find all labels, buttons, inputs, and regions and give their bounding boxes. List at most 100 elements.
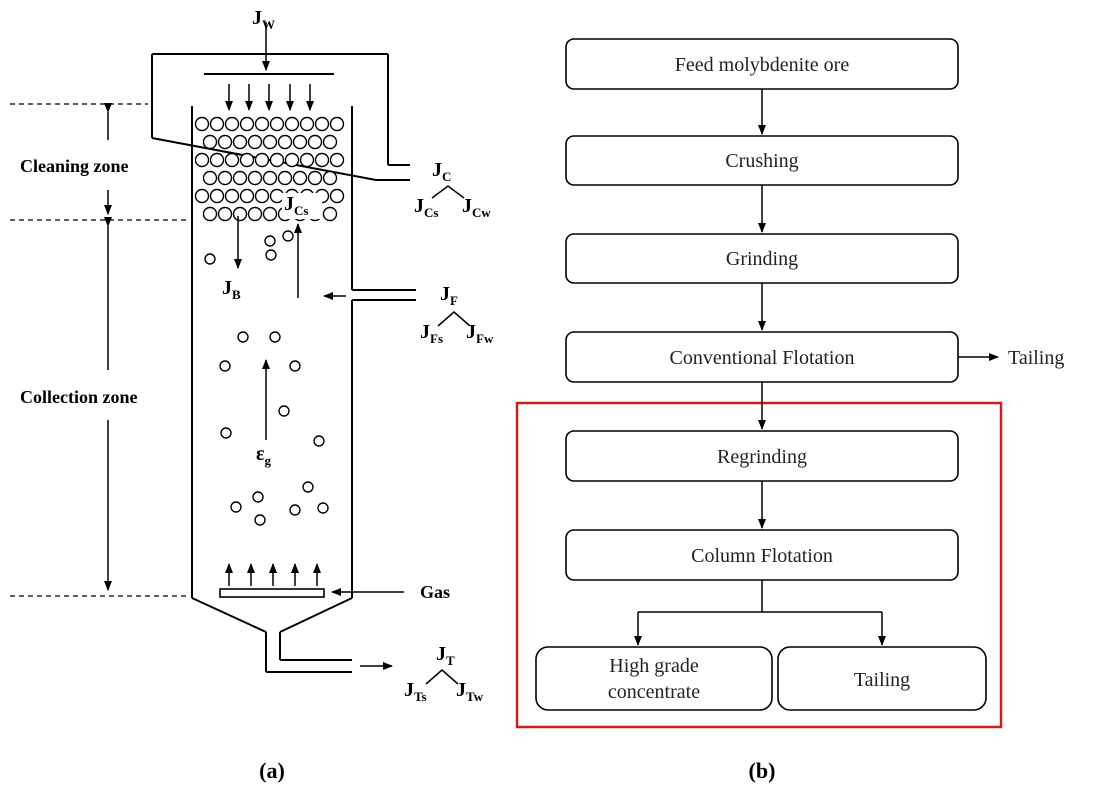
- froth-bubble: [277, 170, 293, 186]
- froth-bubble: [232, 134, 248, 150]
- froth-bubble: [209, 152, 225, 168]
- zone-guides: [10, 103, 190, 597]
- froth-bubble: [307, 134, 323, 150]
- gas-bubble: [317, 502, 329, 514]
- gas-bubble: [265, 249, 277, 261]
- panel-b: Feed molybdenite ore Crushing Grinding C…: [515, 38, 1064, 783]
- gas-bubble: [252, 491, 264, 503]
- froth-bubble: [322, 134, 338, 150]
- step-column-flotation: Column Flotation: [565, 529, 959, 581]
- gas-bubble: [254, 514, 266, 526]
- flux-concentrate-solid-label: JCs: [414, 195, 438, 220]
- froth-bubble: [239, 116, 255, 132]
- gas-bubble: [269, 331, 281, 343]
- collection-bubbles: [204, 230, 329, 526]
- froth-bubble: [194, 116, 210, 132]
- wash-flow-arrows: [225, 84, 314, 111]
- gas-bubble: [289, 360, 301, 372]
- step-conventional-flotation: Conventional Flotation: [565, 331, 959, 383]
- gas-bubble: [289, 504, 301, 516]
- flux-bias-label: JB: [222, 277, 241, 302]
- froth-bubble: [254, 116, 270, 132]
- gas-holdup-label: εg: [256, 443, 272, 468]
- step-regrinding: Regrinding: [565, 430, 959, 482]
- froth-bubble: [277, 134, 293, 150]
- output-tailing-label: Tailing: [854, 669, 910, 691]
- froth-bubble: [224, 116, 240, 132]
- jcs-label-backing: [282, 193, 322, 219]
- panel-b-caption: (b): [749, 758, 776, 783]
- froth-bubble: [202, 134, 218, 150]
- froth-bubble: [194, 188, 210, 204]
- froth-bubble: [232, 206, 248, 222]
- froth-bubble: [322, 170, 338, 186]
- froth-bubble: [314, 116, 330, 132]
- froth-bubble: [209, 116, 225, 132]
- feed-pipe: [323, 289, 416, 301]
- froth-bubble: [224, 152, 240, 168]
- froth-bubble: [202, 170, 218, 186]
- column-body: [191, 106, 353, 673]
- froth-bubble: [217, 134, 233, 150]
- step-feed-ore-label: Feed molybdenite ore: [675, 54, 850, 76]
- cleaning-zone-label: Cleaning zone: [20, 156, 129, 176]
- froth-bubble: [202, 206, 218, 222]
- flux-concentrate-water-label: JCw: [462, 195, 491, 220]
- feed-split: [437, 311, 471, 327]
- flux-feed-water-label: JFw: [466, 321, 494, 346]
- collection-zone-label: Collection zone: [20, 387, 137, 407]
- gas-bubble: [313, 435, 325, 447]
- froth-bubble: [247, 170, 263, 186]
- froth-bubble: [262, 134, 278, 150]
- step-crushing: Crushing: [565, 135, 959, 186]
- step-grinding: Grinding: [565, 233, 959, 284]
- froth-bubble: [307, 170, 323, 186]
- froth-bubble: [254, 188, 270, 204]
- froth-bubble: [247, 134, 263, 150]
- gas-label: Gas: [420, 582, 450, 602]
- gas-sparger: [219, 563, 404, 598]
- gas-bubble: [302, 481, 314, 493]
- gas-bubble: [278, 405, 290, 417]
- gas-bubble: [220, 427, 232, 439]
- froth-bubble: [292, 170, 308, 186]
- panel-a-caption: (a): [259, 758, 285, 783]
- output-tailing: Tailing: [777, 646, 987, 711]
- output-concentrate-line1: High grade: [609, 655, 699, 677]
- side-tailing-label: Tailing: [1008, 347, 1064, 369]
- froth-bubble: [254, 152, 270, 168]
- flux-internal-cs-label: JCs: [284, 193, 308, 218]
- flux-wash-label: JW: [252, 7, 275, 32]
- output-concentrate: High grade concentrate: [535, 646, 773, 711]
- concentrate-split: [431, 185, 465, 199]
- step-conventional-flotation-label: Conventional Flotation: [670, 347, 855, 369]
- highlight-frame: [515, 401, 1003, 729]
- froth-bubble: [194, 152, 210, 168]
- froth-bubble: [314, 152, 330, 168]
- flux-concentrate-label: JC: [432, 159, 451, 184]
- gas-bubble: [230, 501, 242, 513]
- froth-bubble: [262, 170, 278, 186]
- flux-feed-solid-label: JFs: [420, 321, 443, 346]
- gas-bubble: [219, 360, 231, 372]
- froth-bubble: [262, 206, 278, 222]
- froth-bubble: [232, 170, 248, 186]
- flux-tailing-label: JT: [436, 643, 455, 668]
- flow-connectors: [634, 89, 999, 646]
- froth-bubble: [224, 188, 240, 204]
- step-crushing-label: Crushing: [725, 150, 798, 172]
- froth-bubble: [247, 206, 263, 222]
- froth-bubble: [269, 188, 285, 204]
- flux-tailing-solid-label: JTs: [404, 679, 427, 704]
- panel-a: Cleaning zone Collection zone Gas JW JC …: [10, 7, 494, 783]
- flux-tailing-water-label: JTw: [456, 679, 484, 704]
- gas-bubble: [264, 235, 276, 247]
- froth-bubble: [239, 152, 255, 168]
- froth-bubble: [239, 188, 255, 204]
- gas-bubble: [204, 253, 216, 265]
- tailing-split: [425, 669, 459, 685]
- froth-bubble: [217, 170, 233, 186]
- froth-bubble: [329, 152, 345, 168]
- gas-bubble: [237, 331, 249, 343]
